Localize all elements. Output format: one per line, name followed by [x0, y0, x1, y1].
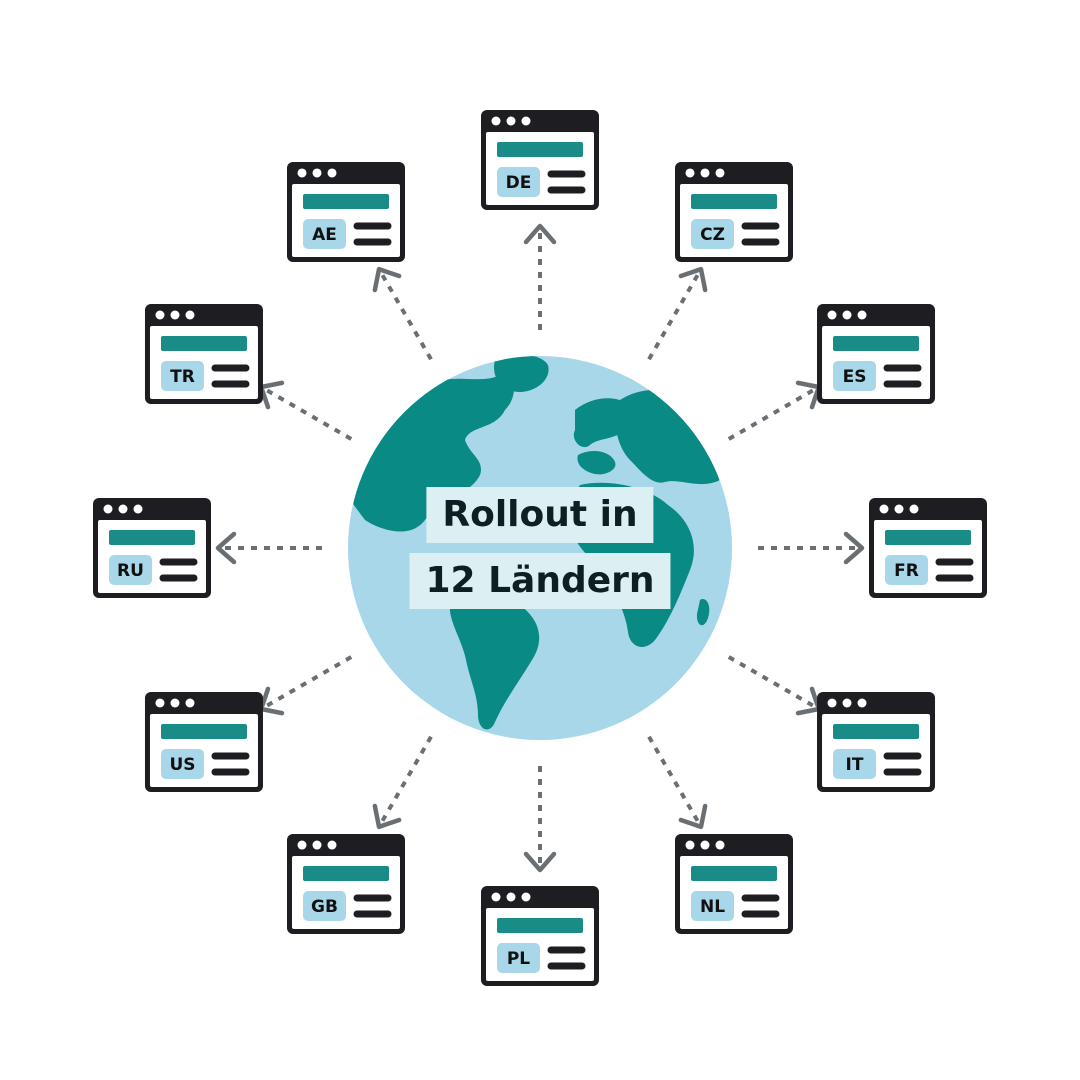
window-dots-icon	[827, 698, 867, 708]
browser-window-nl: NL	[675, 834, 793, 935]
window-dots-icon	[155, 310, 195, 320]
country-code-label: DE	[506, 173, 532, 193]
country-code-label: PL	[507, 949, 530, 969]
country-code-label: GB	[311, 897, 338, 917]
country-badge	[833, 361, 877, 391]
country-badge	[691, 891, 734, 922]
text-lines-icon	[741, 894, 780, 918]
country-code-label: IT	[846, 755, 864, 775]
window-dots-icon	[297, 840, 337, 850]
browser-window-de: DE	[481, 110, 599, 210]
arrow-nl	[647, 735, 708, 830]
country-badge	[885, 555, 928, 585]
country-badge	[691, 218, 734, 249]
window-header-bar	[497, 918, 583, 933]
text-lines-icon	[547, 170, 586, 194]
text-lines-icon	[159, 558, 198, 582]
browser-window-us: US	[144, 692, 263, 792]
country-badge	[833, 749, 877, 779]
window-header-bar	[885, 530, 971, 545]
arrow-es	[727, 380, 822, 441]
arrow-pl	[523, 766, 557, 873]
browser-window-fr: FR	[869, 498, 987, 598]
window-dots-icon	[297, 168, 337, 178]
country-badge	[160, 749, 204, 779]
browser-window-tr: TR	[144, 304, 263, 404]
arrow-ru	[215, 531, 322, 565]
country-code-label: FR	[894, 561, 919, 581]
country-badge	[303, 218, 346, 249]
browser-window-ru: RU	[93, 498, 211, 598]
text-lines-icon	[741, 222, 780, 246]
arrow-gb	[372, 735, 433, 830]
window-header-bar	[303, 193, 389, 209]
arrow-fr	[758, 531, 865, 565]
country-badge	[303, 891, 346, 922]
country-badge	[497, 943, 540, 973]
window-dots-icon	[685, 840, 725, 850]
text-lines-icon	[935, 558, 974, 582]
text-lines-icon	[353, 894, 392, 918]
window-header-bar	[833, 336, 920, 351]
text-lines-icon	[211, 752, 250, 776]
window-dots-icon	[685, 168, 725, 178]
arrow-de	[523, 223, 557, 330]
window-header-bar	[160, 336, 247, 351]
browser-window-es: ES	[817, 304, 936, 404]
window-dots-icon	[103, 504, 143, 514]
window-header-bar	[497, 142, 583, 157]
arrow-cz	[647, 266, 708, 361]
browser-window-cz: CZ	[675, 161, 793, 262]
window-dots-icon	[827, 310, 867, 320]
title-line-2: 12 Ländern	[409, 553, 671, 609]
arrow-us	[258, 655, 353, 716]
country-code-label: TR	[170, 367, 195, 387]
browser-window-ae: AE	[287, 161, 405, 262]
window-header-bar	[691, 193, 777, 209]
window-group: DE CZ ES FR IT NL PL GB US RU TR AE	[93, 110, 987, 986]
text-lines-icon	[353, 222, 392, 246]
window-dots-icon	[491, 892, 531, 902]
browser-window-gb: GB	[287, 834, 405, 935]
window-dots-icon	[879, 504, 919, 514]
arrow-ae	[372, 266, 433, 361]
country-badge	[497, 167, 540, 197]
country-code-label: NL	[700, 897, 725, 917]
globe-icon	[348, 356, 732, 740]
window-header-bar	[109, 530, 195, 545]
arrow-tr	[258, 380, 353, 441]
country-code-label: CZ	[700, 225, 725, 245]
text-lines-icon	[883, 364, 922, 388]
country-badge	[160, 361, 204, 391]
title-line-1: Rollout in	[426, 487, 654, 543]
window-dots-icon	[491, 116, 531, 126]
window-dots-icon	[155, 698, 195, 708]
text-lines-icon	[211, 364, 250, 388]
country-code-label: AE	[312, 225, 337, 245]
text-lines-icon	[547, 946, 586, 970]
arrow-it	[727, 655, 822, 716]
country-code-label: ES	[843, 367, 867, 387]
browser-window-it: IT	[817, 692, 936, 792]
window-header-bar	[160, 724, 247, 739]
window-header-bar	[303, 866, 389, 882]
country-code-label: RU	[117, 561, 144, 581]
window-header-bar	[833, 724, 920, 739]
browser-window-pl: PL	[481, 886, 599, 986]
text-lines-icon	[883, 752, 922, 776]
country-code-label: US	[169, 755, 195, 775]
window-header-bar	[691, 866, 777, 882]
country-badge	[109, 555, 152, 585]
